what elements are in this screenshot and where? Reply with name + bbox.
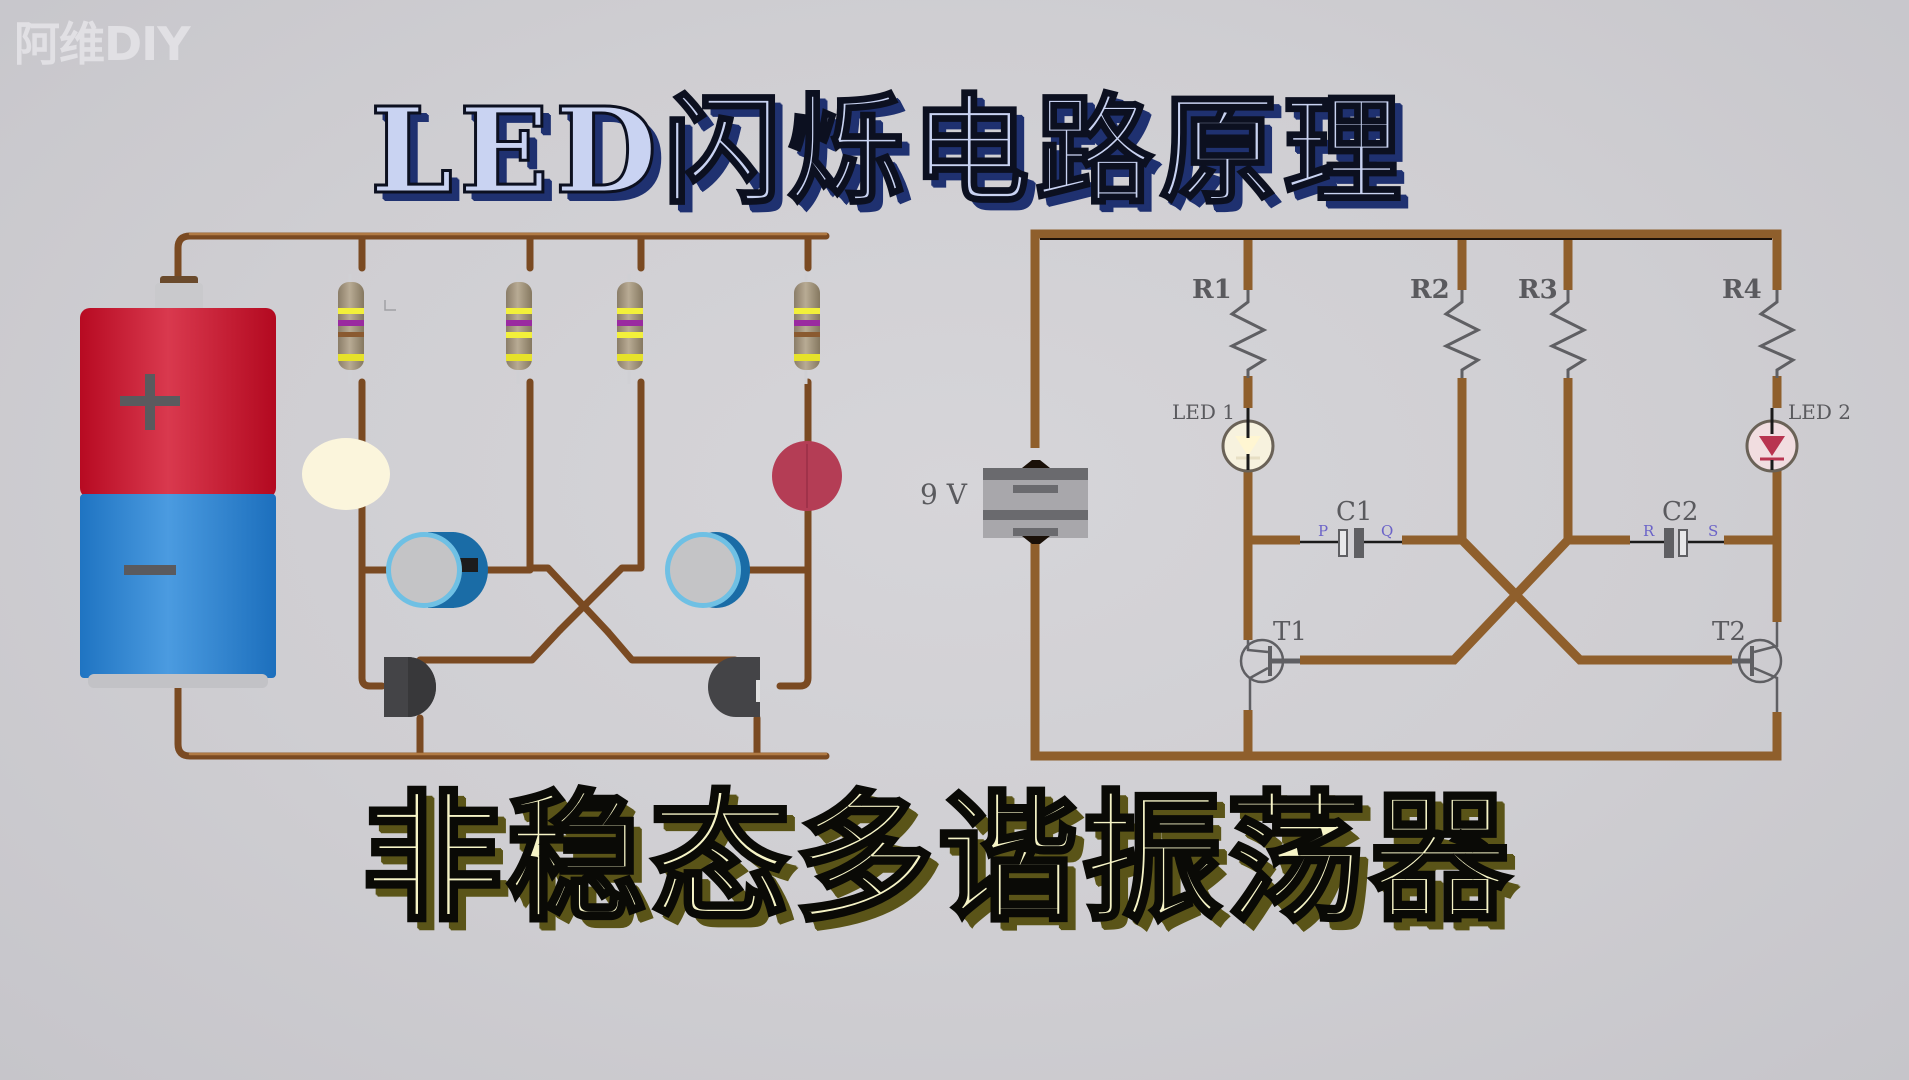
capacitor-symbol-c2 xyxy=(1630,528,1724,558)
label-c2: C2 xyxy=(1662,497,1698,527)
led1-symbol xyxy=(1221,408,1275,473)
capacitor-symbol-c1 xyxy=(1300,528,1402,558)
resistor-r2 xyxy=(506,274,532,384)
cursor-corner-mark xyxy=(384,300,396,311)
led1-lit xyxy=(302,438,390,510)
capacitor-c2 xyxy=(665,532,750,608)
pin-r: R xyxy=(1643,522,1655,540)
resistor-r1 xyxy=(338,274,364,384)
battery-symbol xyxy=(983,460,1088,544)
led2-symbol xyxy=(1745,408,1799,473)
watermark: 阿维DIY xyxy=(14,17,191,71)
wire-highlights xyxy=(188,232,828,756)
page-subtitle: 非稳态多谐振荡器 xyxy=(360,778,1515,942)
resistor-r4 xyxy=(794,274,820,384)
label-r1: R1 xyxy=(1192,275,1232,305)
capacitor-c1 xyxy=(386,532,488,608)
page-title: LED闪烁电路原理 xyxy=(369,81,1408,220)
supply-voltage-label: 9 V xyxy=(920,478,968,511)
resistor-symbol-r3 xyxy=(1548,290,1588,378)
resistor-symbol-r2 xyxy=(1442,290,1482,378)
transistor-symbol-t2 xyxy=(1732,622,1783,712)
label-r4: R4 xyxy=(1722,275,1762,305)
transistor-t1 xyxy=(384,657,436,717)
plus-icon xyxy=(120,374,180,430)
resistor-symbol-r1 xyxy=(1228,290,1268,378)
label-led2: LED 2 xyxy=(1788,400,1851,424)
transistor-symbol-t1 xyxy=(1239,638,1300,710)
copper-wires xyxy=(174,232,830,760)
led2-unlit xyxy=(772,441,842,511)
label-t1: T1 xyxy=(1273,617,1307,647)
pin-s: S xyxy=(1708,522,1718,540)
label-r3: R3 xyxy=(1518,275,1558,305)
resistor-symbol-r4 xyxy=(1757,290,1797,378)
resistor-r3 xyxy=(617,274,643,384)
label-c1: C1 xyxy=(1336,497,1372,527)
pin-p: P xyxy=(1318,522,1328,540)
label-led1: LED 1 xyxy=(1172,400,1235,424)
label-r2: R2 xyxy=(1410,275,1450,305)
battery xyxy=(80,276,276,688)
minus-icon xyxy=(124,565,176,575)
label-t2: T2 xyxy=(1712,617,1746,647)
pin-q: Q xyxy=(1381,522,1393,540)
transistor-t2 xyxy=(708,657,760,717)
battery-negative-half xyxy=(80,494,276,678)
schematic: 9 V R1 R2 R3 R4 LED 1 LED 2 xyxy=(920,229,1851,761)
